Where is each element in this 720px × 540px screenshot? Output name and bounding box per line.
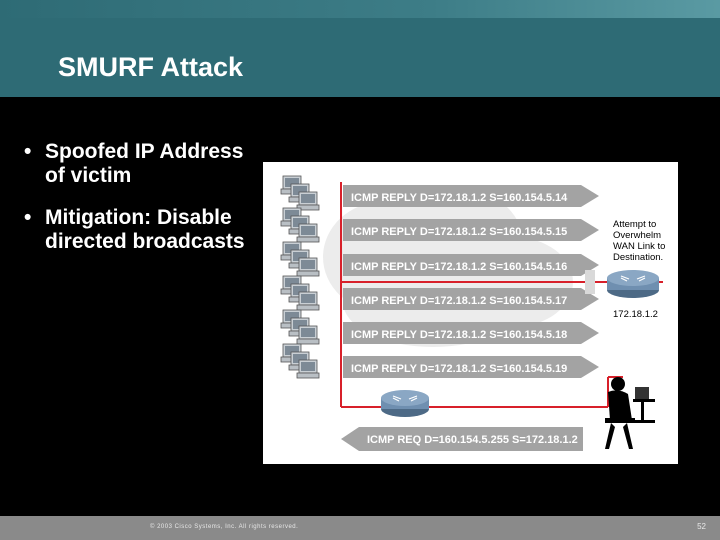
title-bar: SMURF Attack (0, 0, 720, 97)
slide-title: SMURF Attack (58, 52, 244, 82)
diagram-svg: ICMP REPLY D=172.18.1.2 S=160.154.5.14 I… (280, 175, 665, 451)
reply-packets: ICMP REPLY D=172.18.1.2 S=160.154.5.14 I… (343, 185, 599, 378)
reply-packet-label: ICMP REPLY D=172.18.1.2 S=160.154.5.19 (351, 363, 567, 375)
request-packet (341, 427, 583, 451)
bullet-dot: • (24, 206, 32, 229)
victim-ip-label: 172.18.1.2 (613, 309, 658, 320)
attack-note-line: Destination. (613, 252, 663, 263)
page-number: 52 (697, 522, 706, 531)
copyright-text: © 2003 Cisco Systems, Inc. All rights re… (150, 524, 299, 530)
attack-note-line: Overwhelm (613, 230, 661, 241)
bullet-item: • Spoofed IP Address of victim (24, 140, 259, 188)
attack-note-line: Attempt to (613, 219, 656, 230)
attack-note-line: WAN Link to (613, 241, 665, 252)
attacker-icon (605, 377, 655, 449)
reply-packet (343, 288, 599, 310)
reply-packet (343, 185, 599, 207)
bullet-list: • Spoofed IP Address of victim • Mitigat… (24, 140, 259, 272)
reply-packet-label: ICMP REPLY D=172.18.1.2 S=160.154.5.18 (351, 329, 567, 341)
router-icon (381, 390, 429, 417)
reply-packet (343, 356, 599, 378)
smurf-diagram: ICMP REPLY D=172.18.1.2 S=160.154.5.14 I… (263, 162, 678, 464)
reply-packet-label: ICMP REPLY D=172.18.1.2 S=160.154.5.17 (351, 295, 567, 307)
reply-packet (343, 254, 599, 276)
reply-packet-label: ICMP REPLY D=172.18.1.2 S=160.154.5.15 (351, 226, 567, 238)
reply-packet (343, 322, 599, 344)
reply-packet-label: ICMP REPLY D=172.18.1.2 S=160.154.5.16 (351, 261, 567, 273)
bullet-text: Spoofed IP Address of victim (45, 140, 244, 187)
broadcast-hosts (280, 175, 320, 379)
bullet-item: • Mitigation: Disable directed broadcast… (24, 206, 259, 254)
title-bar-stripe (0, 0, 720, 18)
bullet-dot: • (24, 140, 32, 163)
request-packet-label: ICMP REQ D=160.154.5.255 S=172.18.1.2 (367, 434, 578, 446)
footer-bar: © 2003 Cisco Systems, Inc. All rights re… (0, 516, 720, 540)
bullet-text: Mitigation: Disable directed broadcasts (45, 206, 245, 253)
reply-packet-label: ICMP REPLY D=172.18.1.2 S=160.154.5.14 (351, 192, 568, 204)
reply-packet (343, 219, 599, 241)
destination-router-icon (585, 270, 659, 298)
